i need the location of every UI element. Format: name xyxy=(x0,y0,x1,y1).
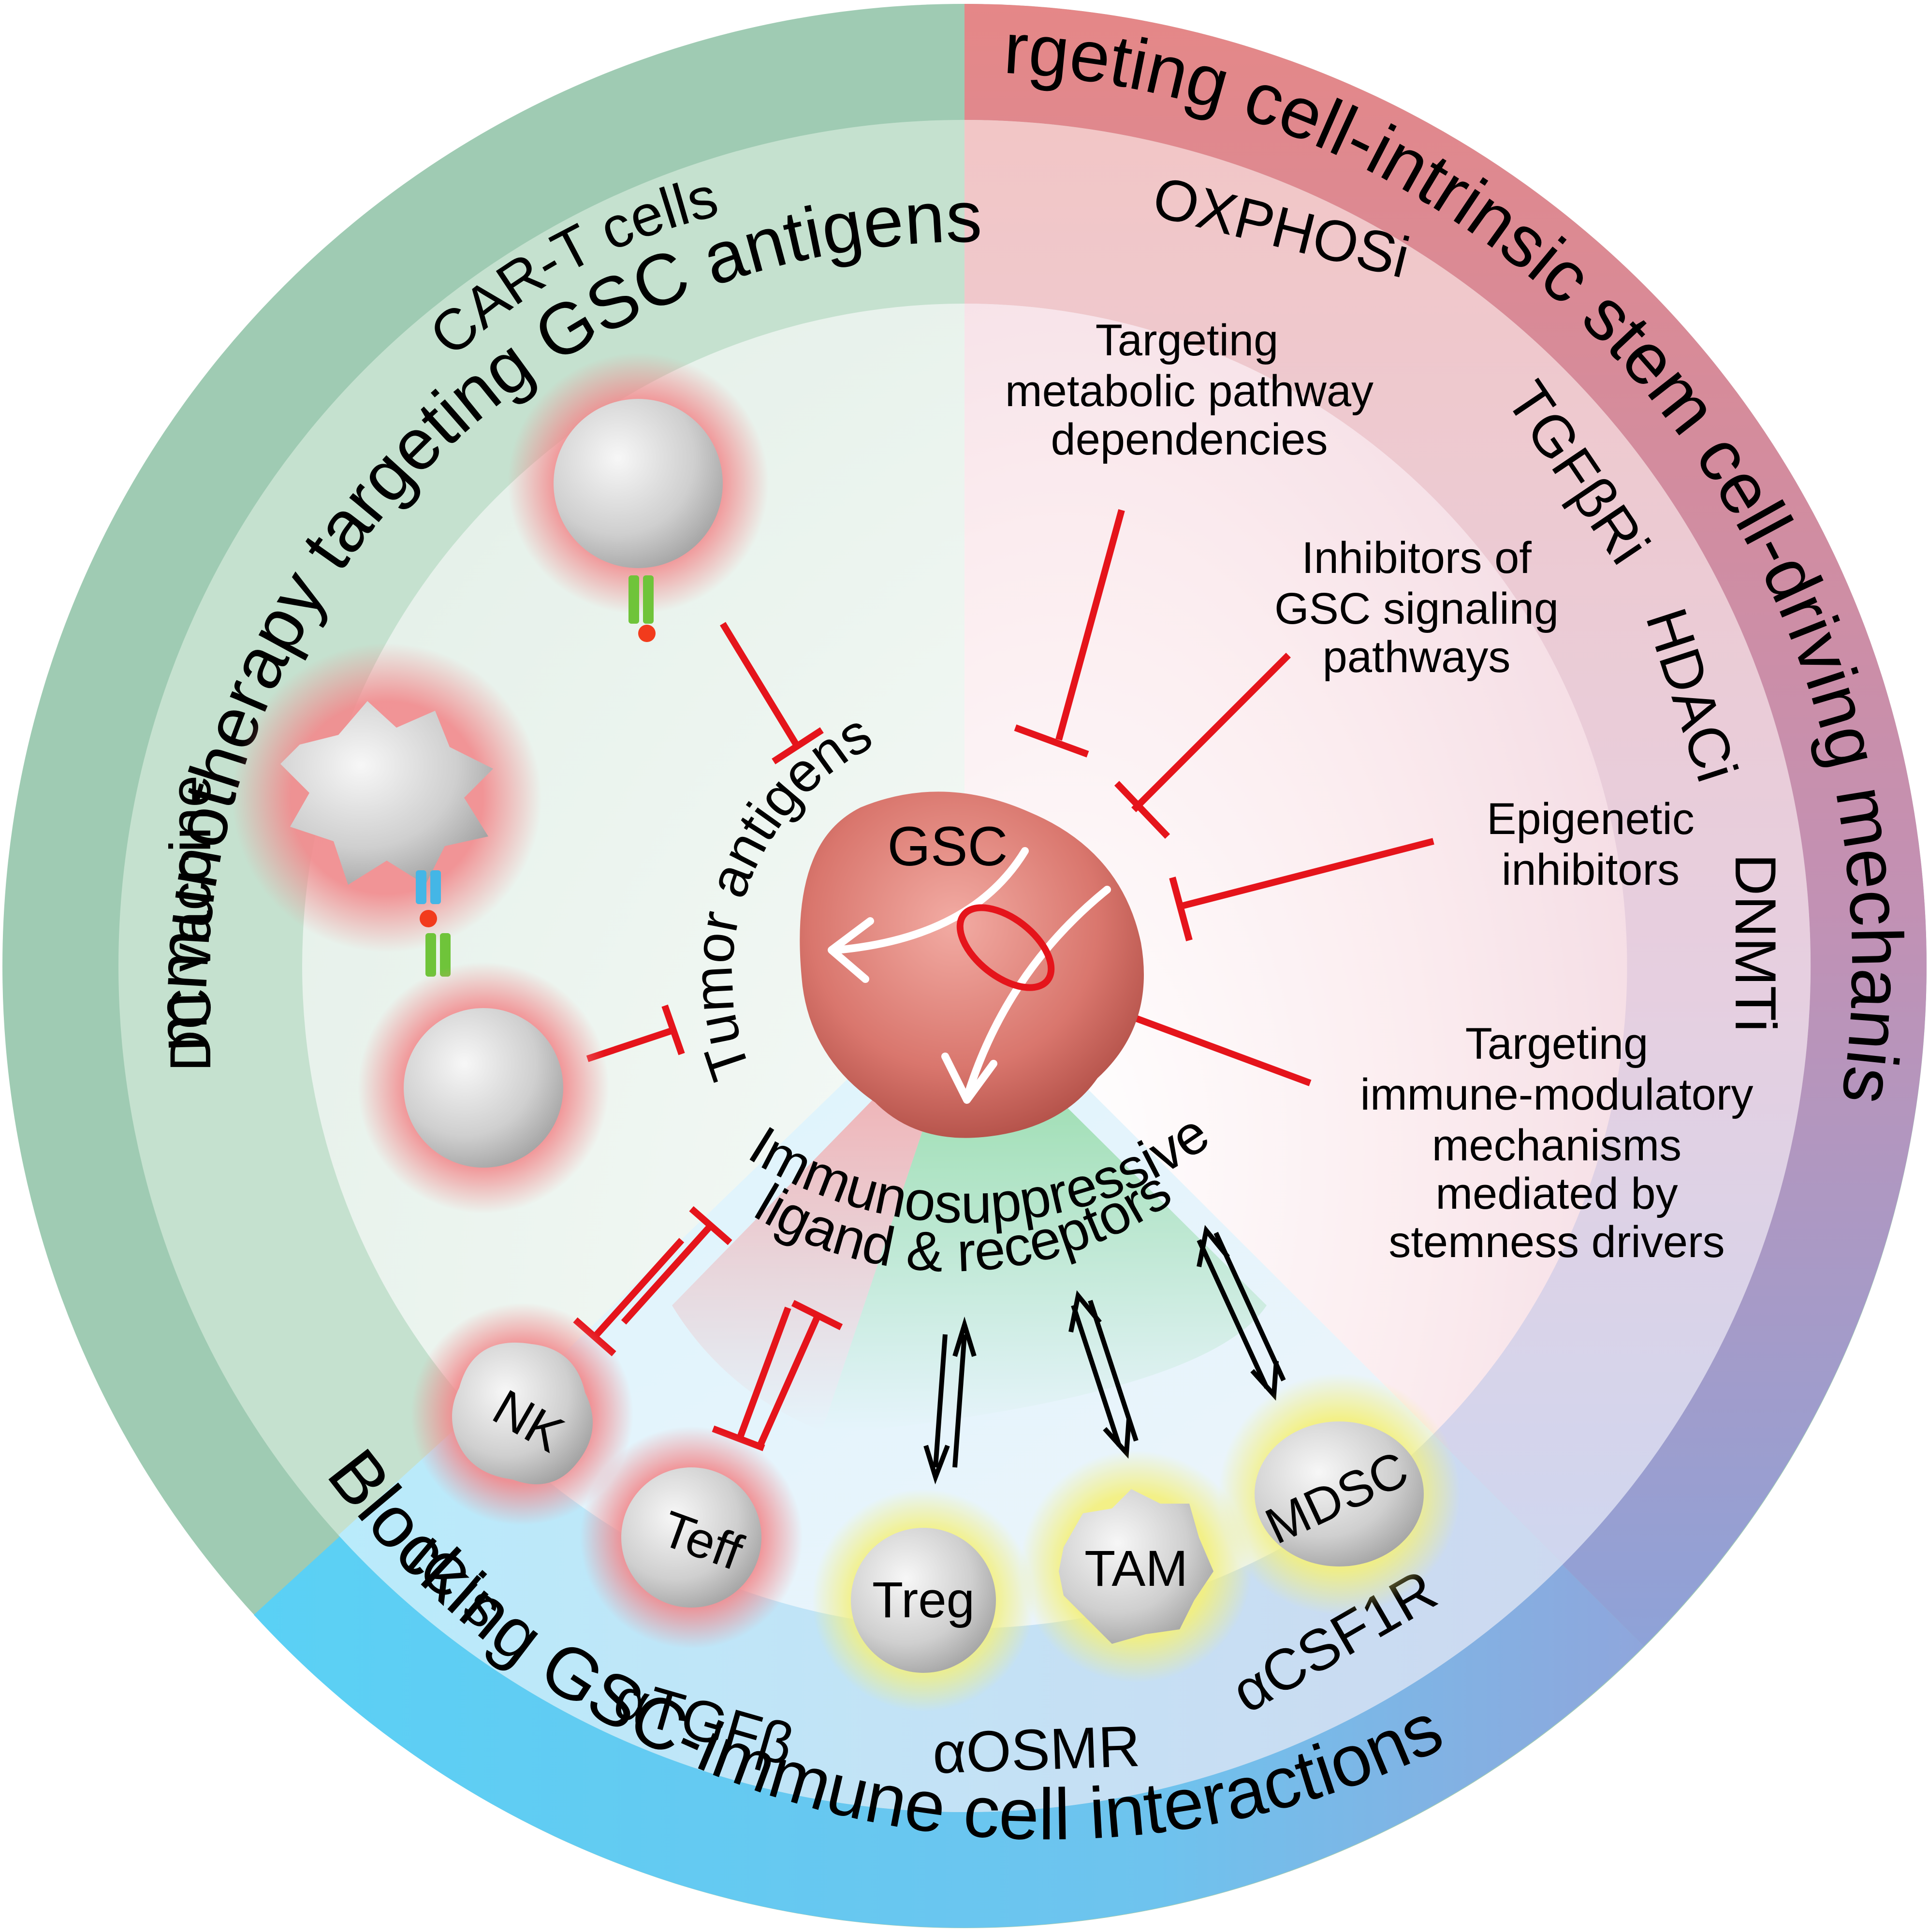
svg-text:Targeting: Targeting xyxy=(1096,316,1278,365)
inhibit-metabolic xyxy=(1014,509,1125,758)
mhc-antigen-complex xyxy=(416,870,451,977)
dc-t-cell xyxy=(404,1008,563,1168)
mechanism-epigenetic: Epigenetic inhibitors xyxy=(1487,794,1695,894)
svg-text:mediated by: mediated by xyxy=(1435,1169,1678,1218)
label-dnmti: DNMTi xyxy=(1723,854,1788,1032)
gsc-body xyxy=(800,791,1144,1138)
arrow-treg xyxy=(923,1316,977,1485)
mdsc-cell: MDSC xyxy=(1218,1373,1460,1615)
svg-text:pathways: pathways xyxy=(1323,632,1511,682)
car-receptor xyxy=(628,575,656,642)
tam-cell: TAM xyxy=(1020,1450,1252,1683)
treg-cell: Treg xyxy=(812,1489,1035,1712)
inhibition-arrows xyxy=(573,509,1434,1451)
svg-text:Targeting: Targeting xyxy=(1465,1019,1648,1068)
gsc-label: GSC xyxy=(887,816,1008,878)
mechanism-metabolic: Targeting metabolic pathway dependencies xyxy=(1005,316,1374,464)
svg-text:TAM: TAM xyxy=(1084,1540,1188,1597)
svg-text:GSC signaling: GSC signaling xyxy=(1274,584,1559,633)
gsc-pathway-arrow-2 xyxy=(963,886,1111,1101)
gsc-pathway-arrow-1 xyxy=(833,847,1029,954)
svg-text:inhibitors: inhibitors xyxy=(1502,845,1680,894)
mechanism-immune-modulatory: Targeting immune-modulatory mechanisms m… xyxy=(1360,1019,1754,1267)
inhibit-signaling xyxy=(1114,653,1291,839)
svg-text:mechanisms: mechanisms xyxy=(1432,1121,1681,1170)
gsc-target-ring xyxy=(956,904,1055,991)
car-t-cell xyxy=(508,353,769,642)
mechanism-signaling: Inhibitors of GSC signaling pathways xyxy=(1274,533,1559,682)
svg-text:Inhibitors of: Inhibitors of xyxy=(1301,533,1532,583)
svg-text:immune-modulatory: immune-modulatory xyxy=(1360,1070,1754,1119)
interaction-arrows xyxy=(923,1225,1286,1485)
teff-cell: Teff xyxy=(580,1426,803,1649)
label-alpha-osmr: αOSMR xyxy=(932,1714,1141,1786)
arrow-tam xyxy=(1068,1290,1139,1459)
dc-body xyxy=(280,701,493,885)
svg-text:metabolic pathway: metabolic pathway xyxy=(1005,366,1374,416)
inhibit-car-t xyxy=(720,622,824,764)
arrow-mdsc xyxy=(1197,1225,1286,1401)
gsc-cell: GSC xyxy=(800,791,1144,1138)
svg-text:Epigenetic: Epigenetic xyxy=(1487,794,1695,844)
svg-text:Treg: Treg xyxy=(872,1572,975,1628)
label-dc-vaccine: DC vaccine xyxy=(158,775,223,1072)
svg-text:dependencies: dependencies xyxy=(1051,415,1328,464)
dendritic-cell xyxy=(232,643,609,1214)
svg-text:stemness drivers: stemness drivers xyxy=(1388,1217,1724,1267)
nk-cell: NK xyxy=(411,1303,633,1525)
inhibit-epigenetic xyxy=(1169,838,1434,941)
